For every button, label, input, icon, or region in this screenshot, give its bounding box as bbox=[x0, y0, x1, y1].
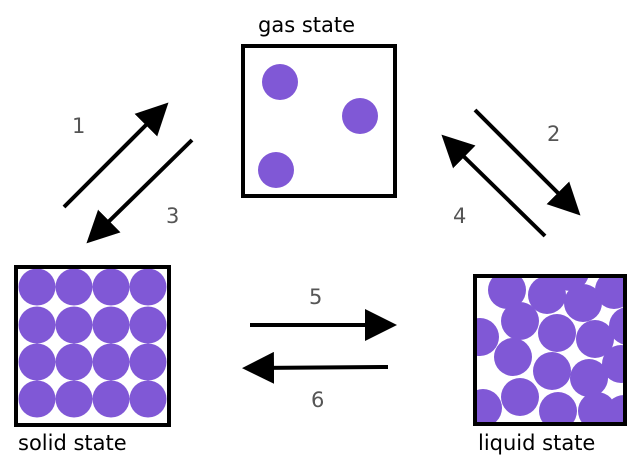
arrow-4-label: 4 bbox=[453, 204, 466, 228]
liquid-particle bbox=[576, 320, 614, 358]
gas-particle bbox=[262, 64, 298, 100]
gas-particle bbox=[258, 152, 294, 188]
solid-container bbox=[14, 265, 171, 427]
solid-particle bbox=[129, 343, 167, 381]
liquid-particle bbox=[595, 277, 624, 309]
arrow-6 bbox=[242, 351, 389, 384]
solid-particle bbox=[129, 380, 167, 418]
arrow-5-label: 5 bbox=[309, 285, 322, 309]
solid-state-label: solid state bbox=[18, 431, 127, 455]
gas-container bbox=[241, 44, 397, 198]
solid-particle bbox=[55, 268, 93, 306]
liquid-container bbox=[473, 274, 627, 426]
liquid-particle bbox=[551, 277, 589, 291]
solid-particle bbox=[55, 380, 93, 418]
liquid-particle bbox=[501, 378, 539, 416]
solid-particle bbox=[129, 268, 167, 306]
solid-particle bbox=[92, 343, 130, 381]
arrow-4 bbox=[441, 134, 547, 238]
liquid-particle bbox=[476, 389, 502, 423]
liquid-particle bbox=[539, 392, 577, 423]
arrow-2-label: 2 bbox=[547, 122, 560, 146]
liquid-particle bbox=[605, 395, 624, 423]
liquid-particle bbox=[476, 318, 499, 356]
solid-particle bbox=[55, 306, 93, 344]
gas-state-label: gas state bbox=[258, 13, 355, 37]
liquid-particle bbox=[570, 359, 608, 397]
solid-particle bbox=[18, 343, 56, 381]
gas-box bbox=[241, 44, 397, 198]
liquid-particle bbox=[533, 352, 571, 390]
liquid-particle bbox=[602, 345, 624, 383]
solid-particle bbox=[129, 306, 167, 344]
arrow-1 bbox=[62, 102, 169, 209]
arrow-2 bbox=[473, 108, 581, 216]
liquid-box bbox=[473, 274, 627, 426]
liquid-particle bbox=[564, 284, 602, 322]
solid-particle bbox=[92, 268, 130, 306]
liquid-particle bbox=[528, 277, 566, 314]
liquid-particle bbox=[538, 314, 576, 352]
solid-box bbox=[14, 265, 171, 427]
solid-particle bbox=[18, 268, 56, 306]
arrow-3-label: 3 bbox=[166, 204, 179, 228]
liquid-particle bbox=[609, 307, 624, 345]
arrow-1-label: 1 bbox=[72, 114, 85, 138]
liquid-particle bbox=[494, 338, 532, 376]
solid-particle bbox=[18, 380, 56, 418]
solid-particle bbox=[55, 343, 93, 381]
arrow-3 bbox=[86, 138, 194, 244]
solid-particle bbox=[92, 306, 130, 344]
liquid-particle bbox=[488, 277, 526, 309]
arrow-6-label: 6 bbox=[311, 388, 324, 412]
solid-particle bbox=[18, 306, 56, 344]
gas-particle bbox=[342, 98, 378, 134]
solid-particle bbox=[92, 380, 130, 418]
liquid-particle bbox=[501, 302, 539, 340]
liquid-state-label: liquid state bbox=[478, 431, 595, 455]
